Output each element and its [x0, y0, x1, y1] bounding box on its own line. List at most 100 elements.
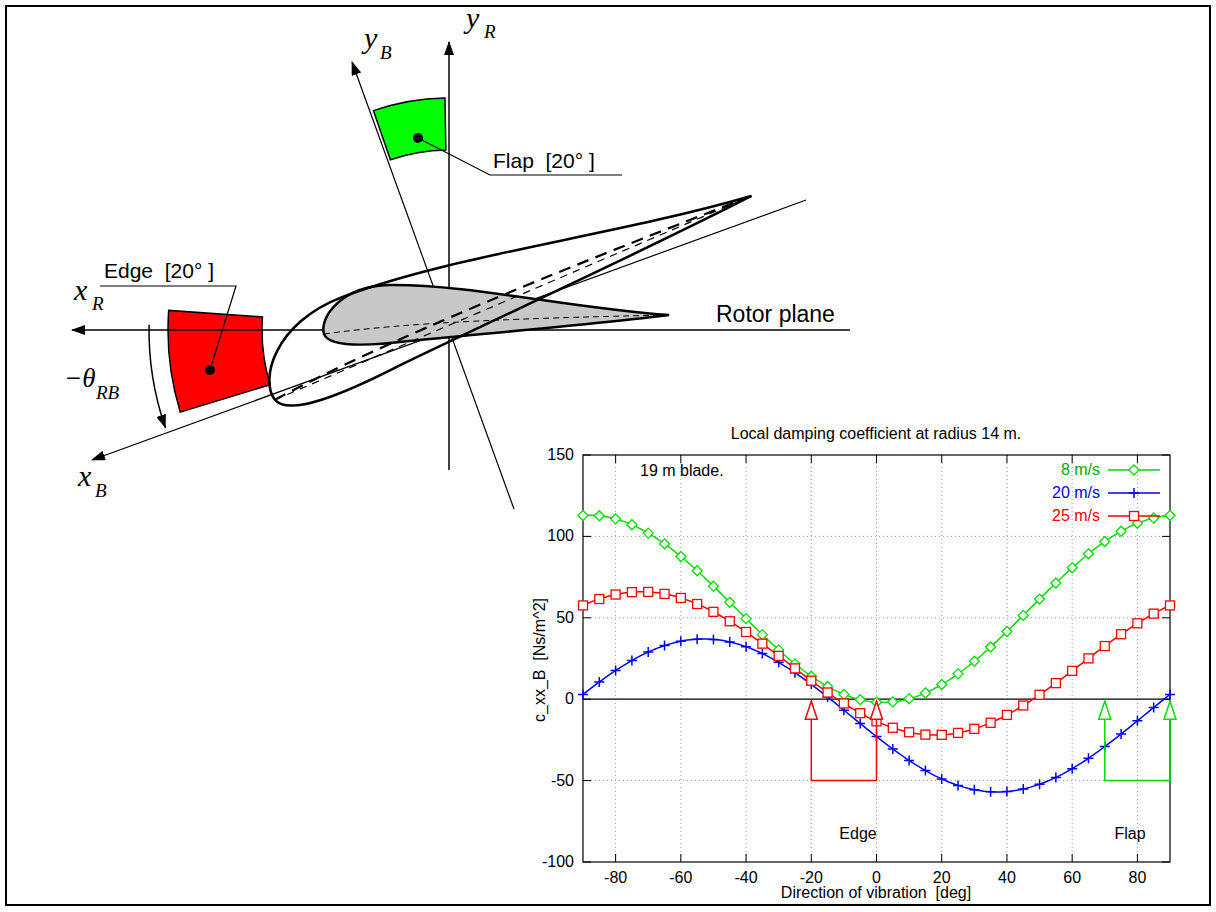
data-curve	[583, 639, 1170, 792]
x-b-axis	[92, 200, 806, 460]
chart-label: Edge	[839, 826, 876, 842]
data-marker	[1129, 465, 1139, 475]
tick-mark	[746, 455, 747, 463]
data-marker	[839, 699, 848, 708]
chart-label: Local damping coefficient at radius 14 m…	[731, 426, 1022, 442]
data-marker	[986, 787, 996, 797]
tick-mark	[1137, 455, 1138, 463]
grid-line	[746, 455, 747, 862]
data-marker	[920, 766, 930, 776]
data-marker	[1116, 526, 1126, 536]
data-marker	[1068, 666, 1077, 675]
data-marker	[1084, 654, 1093, 663]
data-marker	[1116, 729, 1126, 739]
grid-line	[583, 536, 1170, 537]
data-marker	[1067, 764, 1077, 774]
data-marker	[920, 688, 930, 698]
data-marker	[1035, 779, 1045, 789]
tick-label: 60	[1063, 870, 1081, 886]
data-marker	[888, 697, 898, 707]
data-marker	[953, 669, 963, 679]
data-marker	[954, 728, 963, 737]
tick-mark	[583, 617, 591, 618]
data-marker	[578, 689, 588, 699]
axis-symbol: x	[74, 275, 87, 305]
data-marker	[904, 755, 914, 765]
data-marker	[904, 694, 914, 704]
data-marker	[855, 695, 865, 705]
data-marker	[1018, 784, 1028, 794]
data-marker	[595, 595, 604, 604]
tick-mark	[615, 854, 616, 862]
data-marker	[627, 588, 636, 597]
tick-mark	[941, 455, 942, 463]
tick-label: -80	[604, 870, 627, 886]
data-marker	[627, 655, 637, 665]
legend-label: 20 m/s	[1052, 485, 1100, 501]
data-marker	[1130, 512, 1139, 521]
tick-mark	[811, 455, 812, 463]
data-marker	[578, 510, 588, 520]
legend-label: 25 m/s	[1052, 508, 1100, 524]
data-marker	[611, 590, 620, 599]
tick-label: 20	[933, 870, 951, 886]
tick-mark	[680, 455, 681, 463]
data-marker	[692, 566, 702, 576]
data-marker	[1132, 716, 1142, 726]
leader-line	[418, 138, 622, 175]
data-curve	[583, 592, 1170, 735]
arrow-head	[1099, 701, 1111, 719]
data-marker	[1165, 689, 1175, 699]
data-marker	[644, 587, 653, 596]
data-marker	[986, 718, 995, 727]
tick-label: 80	[1128, 870, 1146, 886]
tick-mark	[876, 854, 877, 862]
callout-label: Edge [20° ]	[104, 260, 214, 281]
data-marker	[888, 744, 898, 754]
data-marker	[692, 634, 702, 644]
tick-label: -100	[542, 854, 574, 870]
data-marker	[888, 723, 897, 732]
data-marker	[594, 511, 604, 521]
tick-mark	[680, 854, 681, 862]
tick-mark	[811, 854, 812, 862]
data-marker	[709, 607, 718, 616]
grid-line	[941, 455, 942, 862]
data-marker	[742, 627, 751, 636]
data-marker	[693, 599, 702, 608]
data-marker	[611, 666, 621, 676]
data-marker	[1100, 642, 1109, 651]
tick-mark	[1137, 854, 1138, 862]
data-marker	[953, 780, 963, 790]
data-marker	[1133, 619, 1142, 628]
data-marker	[855, 718, 865, 728]
legend-label: 8 m/s	[1061, 462, 1100, 478]
plot-frame	[583, 455, 1170, 862]
data-marker	[1035, 594, 1045, 604]
data-marker	[757, 649, 767, 659]
chart-label: c_xx_B [Ns/m^2]	[532, 598, 548, 722]
chart-label: 19 m blade.	[640, 463, 724, 479]
data-marker	[643, 647, 653, 657]
data-marker	[1166, 601, 1175, 610]
data-marker	[1035, 690, 1044, 699]
tick-label: 50	[556, 610, 574, 626]
grid-line	[1006, 455, 1007, 862]
data-marker	[1019, 701, 1028, 710]
data-marker	[1129, 488, 1139, 498]
data-marker	[643, 528, 653, 538]
data-marker	[1002, 626, 1012, 636]
arrow-head	[1164, 701, 1176, 719]
data-marker	[1067, 563, 1077, 573]
data-marker	[594, 677, 604, 687]
data-curve	[583, 515, 1170, 702]
data-marker	[758, 639, 767, 648]
data-marker	[660, 589, 669, 598]
data-marker	[1100, 537, 1110, 547]
tick-label: -60	[669, 870, 692, 886]
axis-symbol: y	[364, 23, 377, 53]
tick-mark	[746, 854, 747, 862]
camber-line	[265, 196, 761, 400]
